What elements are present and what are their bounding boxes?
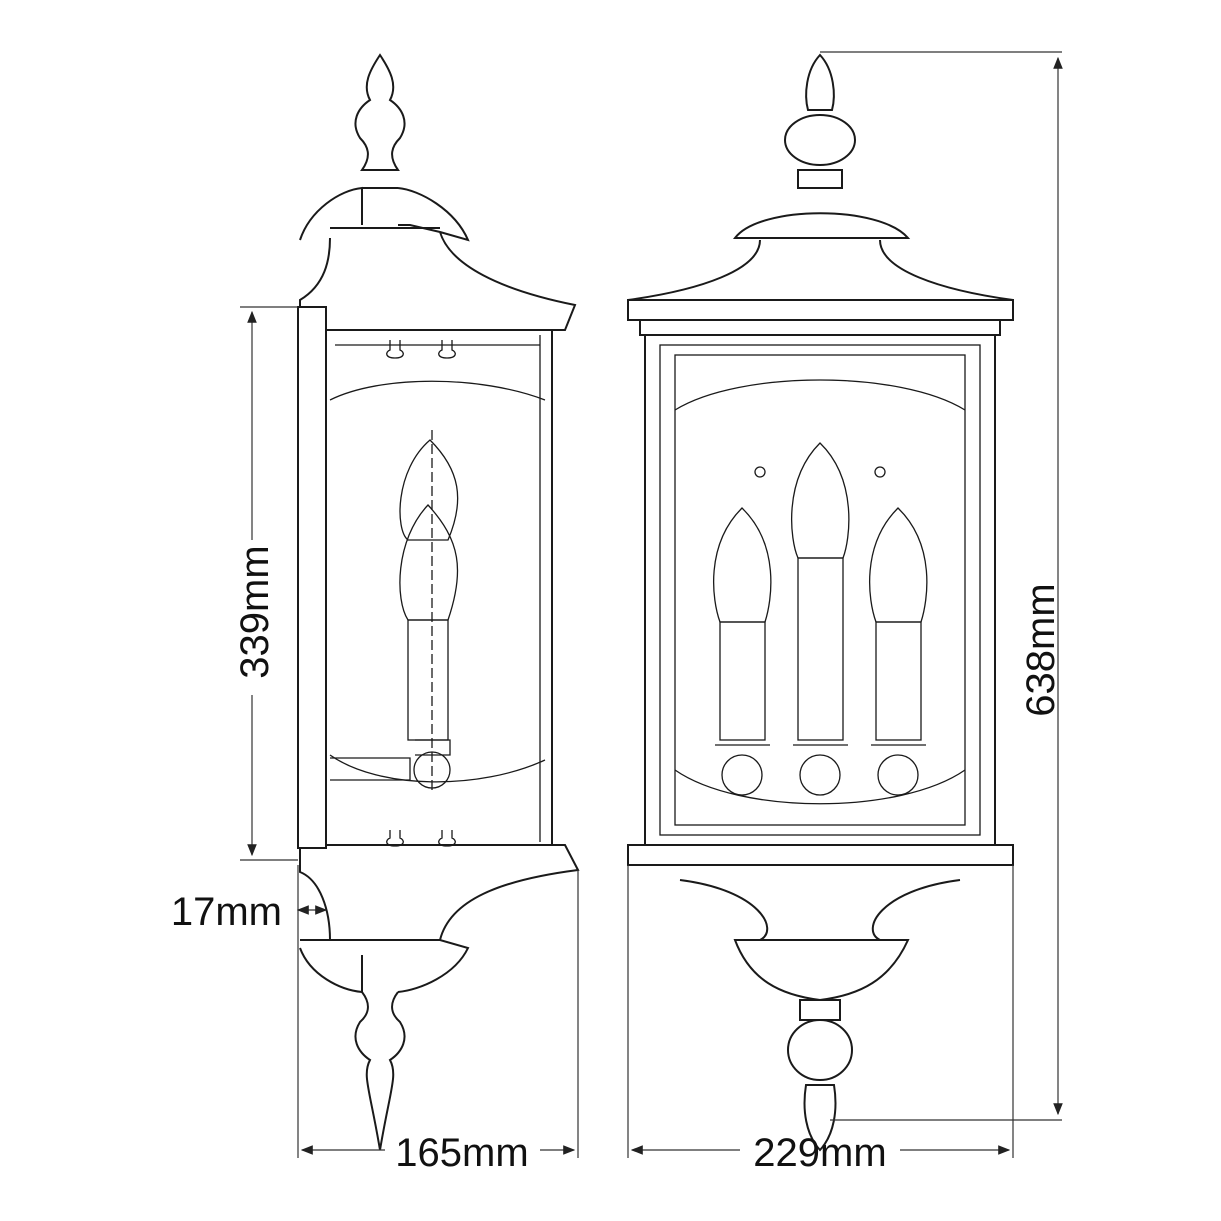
candles xyxy=(712,442,928,796)
side-body xyxy=(325,329,553,846)
side-bottom-finial xyxy=(354,991,406,1151)
side-top-finial xyxy=(354,53,406,171)
front-view xyxy=(627,53,1014,1152)
front-bottom-finial xyxy=(803,1084,837,1152)
dimension-lines xyxy=(240,51,1063,1158)
front-top-ball xyxy=(784,114,856,166)
side-bottom-bracket xyxy=(299,844,580,994)
front-bottom-ball xyxy=(787,1019,853,1081)
side-top-cap xyxy=(299,186,577,331)
front-top-cap xyxy=(627,212,1014,301)
front-bottom-bracket xyxy=(628,864,1013,1002)
projection-gap-label: 17mm xyxy=(171,890,282,934)
width-label: 229mm xyxy=(753,1131,886,1175)
backplate-height-label: 339mm xyxy=(233,545,277,678)
front-top-finial xyxy=(805,53,835,111)
front-body xyxy=(644,334,996,846)
total-height-label: 638mm xyxy=(1019,583,1063,716)
side-view xyxy=(297,53,580,1151)
side-backplate xyxy=(297,306,327,849)
depth-label: 165mm xyxy=(395,1131,528,1175)
